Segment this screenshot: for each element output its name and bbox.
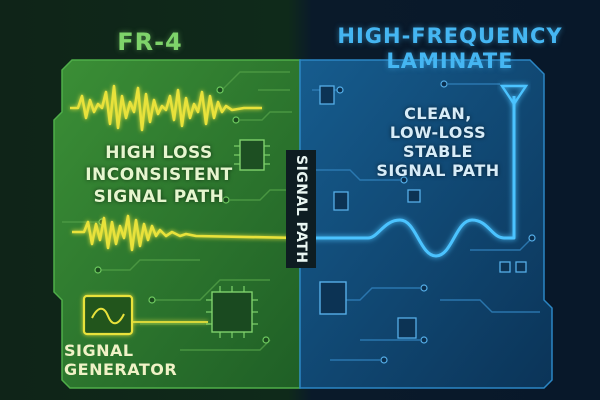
antenna-icon [499,84,529,107]
fr4-description-line: SIGNAL PATH [93,187,225,207]
chip-icon [319,281,417,339]
signal-generator-label-line: SIGNAL [64,341,134,360]
chip-icon [234,139,270,171]
laminate-description: CLEAN, LOW-LOSS STABLE SIGNAL PATH [348,104,528,180]
clean-signal [300,96,516,258]
laminate-board [299,59,553,389]
fr4-description-line: HIGH LOSS [105,143,213,163]
signal-generator-icon [82,294,208,336]
fr4-vias [94,86,270,344]
signal-path-divider-label: SIGNAL PATH [286,150,316,268]
laminate-description-line: CLEAN, [404,104,472,123]
fr4-description: HIGH LOSS INCONSISTENT SIGNAL PATH [66,142,252,208]
laminate-title-line: LAMINATE [386,49,514,73]
noisy-signal-top [70,84,262,132]
laminate-title: HIGH-FREQUENCY LAMINATE [300,24,600,74]
chip-icon [206,286,258,338]
laminate-vias [336,80,536,364]
chip-icon [319,85,527,273]
noisy-signal-main [72,214,301,252]
laminate-title-line: HIGH-FREQUENCY [337,24,563,48]
fr4-description-line: INCONSISTENT [85,165,233,185]
fr4-title: FR-4 [117,28,183,56]
fr4-traces [62,71,292,351]
signal-generator-label-line: GENERATOR [64,360,178,379]
laminate-description-line: SIGNAL PATH [376,161,500,180]
laminate-description-line: STABLE [403,142,473,161]
signal-generator-label: SIGNAL GENERATOR [64,341,184,379]
laminate-description-line: LOW-LOSS [389,123,487,142]
